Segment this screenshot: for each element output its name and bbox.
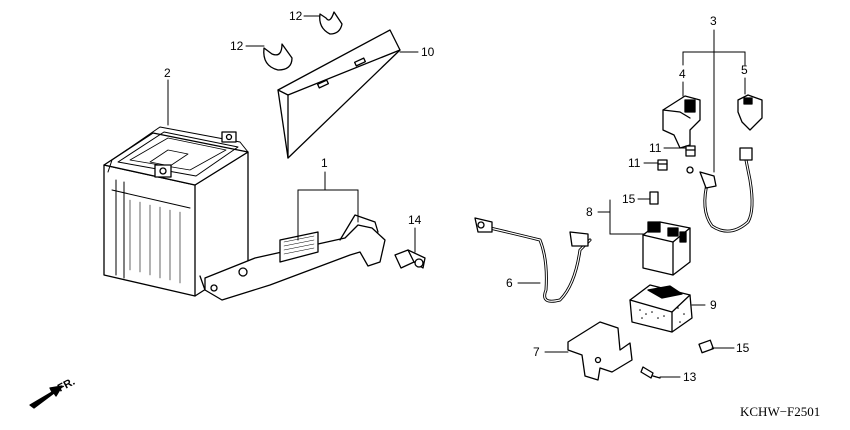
battery <box>103 126 249 297</box>
fuse-upper <box>649 191 659 205</box>
callout-15-lower: 15 <box>736 341 750 355</box>
callout-6: 6 <box>506 276 513 290</box>
battery-cable-3 <box>686 147 754 233</box>
relay-stay-7 <box>567 321 633 381</box>
callout-12-upper: 12 <box>289 9 303 23</box>
license-plate <box>277 29 401 159</box>
bolt-11-a <box>685 145 696 157</box>
terminal-cover-4 <box>662 95 701 149</box>
front-marker-label: FR. <box>56 376 77 395</box>
callout-12-lower: 12 <box>230 39 244 53</box>
flange-bolt <box>394 249 426 269</box>
band-clamp-upper <box>319 11 343 35</box>
callout-3: 3 <box>710 14 717 28</box>
diagram-code: KCHW−F2501 <box>740 404 820 419</box>
callout-9: 9 <box>710 298 717 312</box>
callout-1: 1 <box>321 156 328 170</box>
callout-11-lower: 11 <box>628 156 641 170</box>
callout-13: 13 <box>683 370 697 384</box>
tapping-screw-13 <box>640 366 661 379</box>
battery-pad <box>279 231 319 263</box>
starter-relay <box>642 221 691 276</box>
front-direction-arrow-icon <box>29 385 63 409</box>
battery-band <box>199 214 386 301</box>
callout-10: 10 <box>421 45 435 59</box>
callout-11-upper: 11 <box>649 141 662 155</box>
terminal-cover-5 <box>737 94 763 131</box>
callout-2: 2 <box>164 66 171 80</box>
bolt-11-b <box>657 159 668 171</box>
fuse-lower <box>698 339 714 354</box>
callout-14: 14 <box>408 213 422 227</box>
callout-15-upper: 15 <box>622 192 636 206</box>
leader-lines <box>167 15 746 378</box>
callout-8: 8 <box>586 205 593 219</box>
starter-cable-6 <box>474 217 592 303</box>
callout-4: 4 <box>679 67 686 81</box>
callout-5: 5 <box>741 63 748 77</box>
band-clamp-lower <box>263 43 293 71</box>
relay-cover-9 <box>629 284 693 333</box>
callout-7: 7 <box>533 345 540 359</box>
